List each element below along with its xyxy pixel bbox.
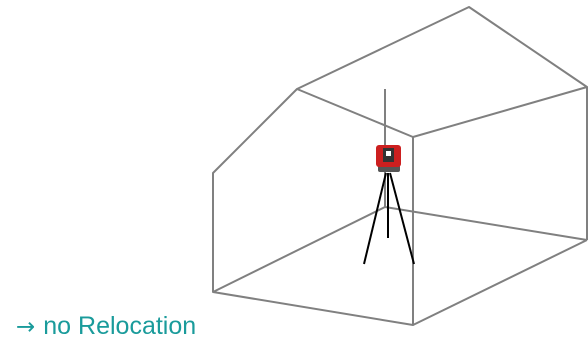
- right-arrow-icon: →: [16, 314, 36, 340]
- total-station-instrument: [363, 145, 415, 265]
- instrument-highlight: [386, 151, 391, 156]
- tripod-leg-left: [363, 172, 387, 265]
- house-floor: [412, 239, 588, 326]
- tripod-leg-right: [389, 172, 415, 265]
- house-front-wall: [212, 88, 414, 326]
- caption-text: no Relocation: [43, 312, 197, 340]
- house-hidden-floor: [212, 206, 588, 293]
- caption: → no Relocation: [16, 312, 196, 341]
- house-roof: [296, 6, 588, 138]
